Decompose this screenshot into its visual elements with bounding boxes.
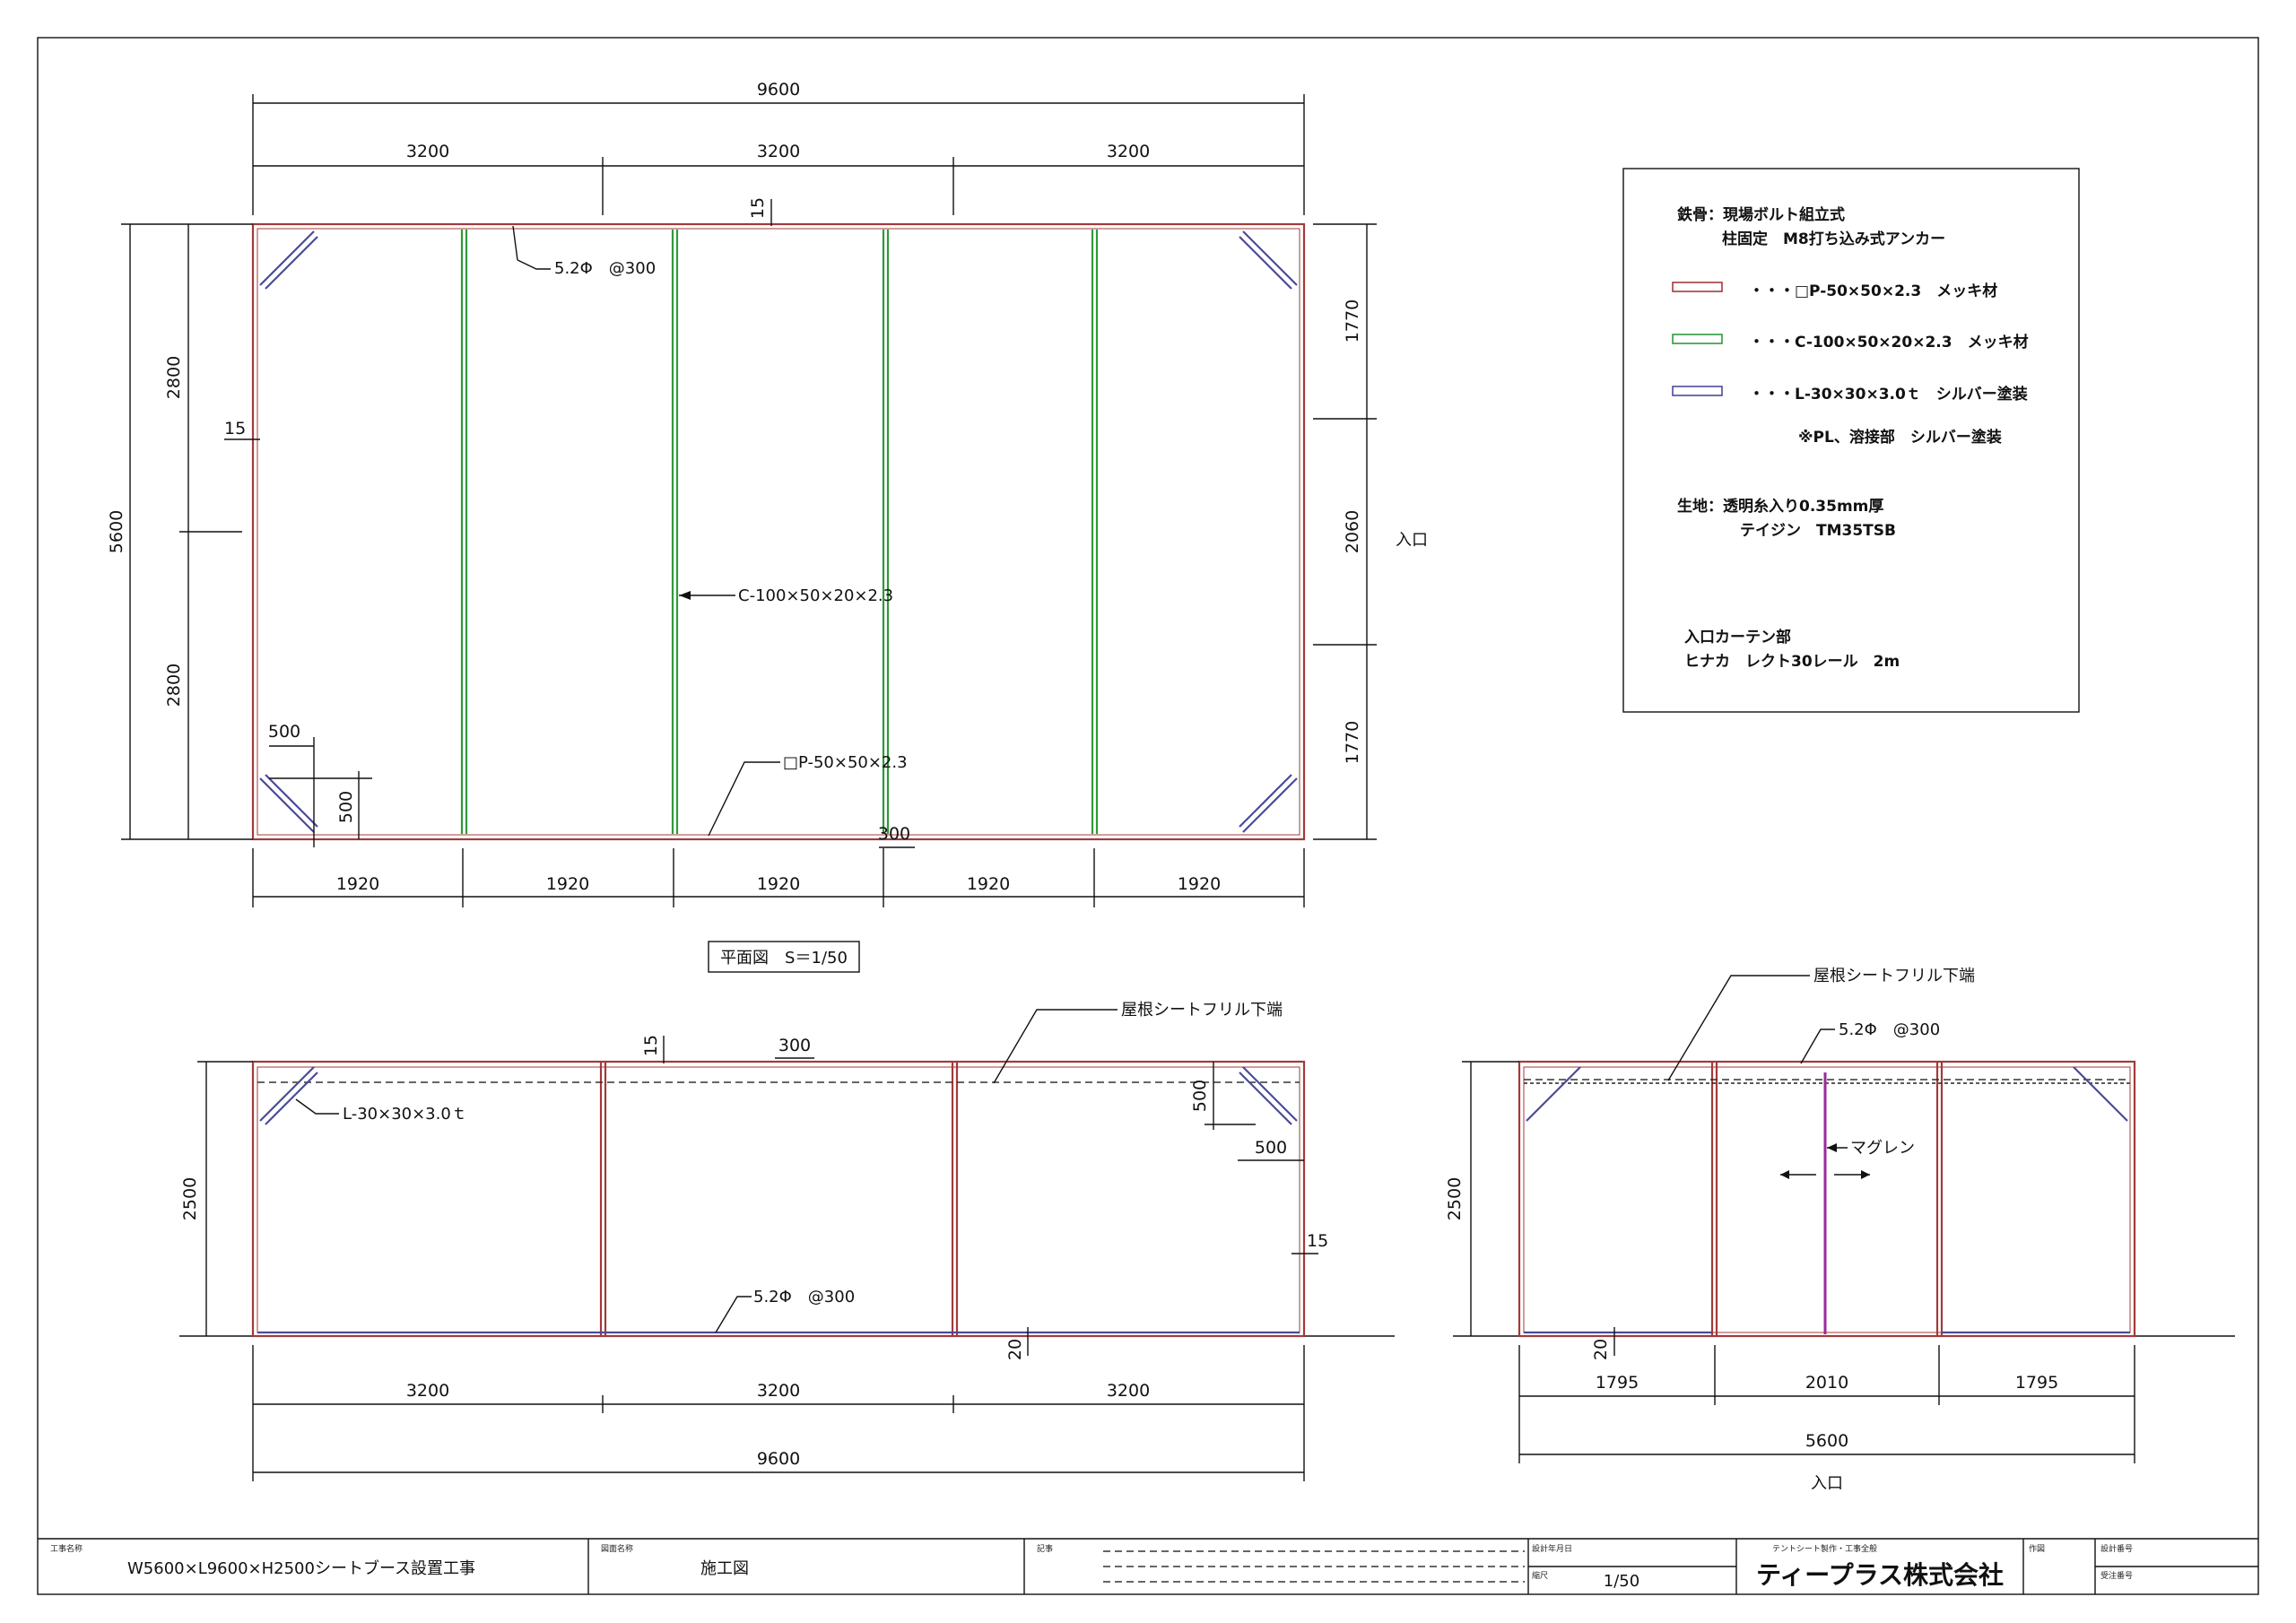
plan-outer-frame	[251, 222, 1306, 841]
plan-bay5-4: 1920	[967, 874, 1010, 894]
side-dim-500-h: 500	[1255, 1138, 1287, 1158]
side-dim-20: 20	[1005, 1339, 1025, 1360]
legend-box: 鉄骨：現場ボルト組立式 柱固定 M8打ち込み式アンカー ・・・□P-50×50×…	[1622, 168, 2080, 713]
tb-author-label: 作図	[2029, 1543, 2045, 1554]
plan-dim-15-left: 15	[224, 419, 246, 438]
side-callout-angle: L-30×30×3.0ｔ	[343, 1105, 467, 1124]
front-bay-3: 1795	[2015, 1373, 2058, 1393]
legend-swatch-channel	[1672, 334, 1723, 344]
side-callout-roof: 屋根シートフリル下端	[1121, 1001, 1283, 1020]
side-dim-15-top: 15	[641, 1035, 661, 1056]
sheet-border	[37, 37, 2259, 1595]
tb-order-no-label: 受注番号	[2100, 1570, 2133, 1581]
plan-dim-500-h: 500	[268, 722, 300, 742]
plan-channels	[460, 230, 1099, 834]
tb-drawing-name: 施工図	[700, 1559, 749, 1578]
plan-title: 平面図 S＝1/50	[720, 949, 848, 968]
side-callout-bolt: 5.2Φ @300	[753, 1288, 855, 1306]
plan-overall-length: 9600	[757, 80, 800, 100]
side-bay-1: 3200	[406, 1381, 449, 1401]
legend-item-2: ・・・C-100×50×20×2.3 メッキ材	[1749, 333, 2029, 352]
tb-company-name: ティープラス株式会社	[1756, 1560, 2004, 1590]
plan-height-lower: 2800	[164, 664, 184, 707]
plan-callout-bolt: 5.2Φ @300	[554, 259, 656, 278]
front-callout-magnet: マグレン	[1850, 1139, 1915, 1158]
legend-item-1: ・・・□P-50×50×2.3 メッキ材	[1749, 282, 1997, 300]
legend-fabric-line1: 生地：透明糸入り0.35mm厚	[1677, 497, 1883, 516]
plan-height-total: 5600	[107, 510, 126, 553]
front-entrance-label: 入口	[1811, 1474, 1843, 1493]
plan-bay-1: 3200	[406, 142, 449, 161]
legend-note: ※PL、溶接部 シルバー塗装	[1798, 428, 2002, 447]
legend-steel-line2: 柱固定 M8打ち込み式アンカー	[1722, 230, 1945, 248]
front-elevation: マグレン 屋根シートフリル下端 5.2Φ @300 2500 20 1795 2…	[1445, 967, 2235, 1493]
plan-braces	[259, 230, 1298, 833]
plan-callout-channel: C-100×50×20×2.3	[738, 586, 893, 605]
side-dim-300: 300	[778, 1036, 811, 1055]
plan-height-upper: 2800	[164, 356, 184, 399]
tb-project-name: W5600×L9600×H2500シートブース設置工事	[127, 1558, 475, 1578]
plan-right-dim-2: 2060	[1343, 510, 1362, 553]
plan-title-box	[708, 941, 860, 973]
plan-view: 9600 3200 3200 3200 15 5.2Φ @300 5600 28…	[107, 80, 1428, 973]
side-overall: 9600	[757, 1449, 800, 1469]
plan-bay-3: 3200	[1107, 142, 1150, 161]
tb-company-label: テントシート製作・工事全般	[1772, 1543, 1877, 1554]
front-height: 2500	[1445, 1177, 1465, 1220]
tb-date-label: 設計年月日	[1532, 1543, 1572, 1554]
side-dim-15-right: 15	[1307, 1231, 1328, 1251]
plan-right-dim-1: 1770	[1343, 299, 1362, 343]
plan-entrance-label: 入口	[1396, 531, 1428, 550]
front-overall: 5600	[1805, 1431, 1848, 1451]
front-bay-1: 1795	[1596, 1373, 1639, 1393]
side-height: 2500	[180, 1177, 200, 1220]
plan-bay5-5: 1920	[1178, 874, 1221, 894]
title-block: 工事名称 W5600×L9600×H2500シートブース設置工事 図面名称 施工…	[38, 1538, 2258, 1594]
plan-dim-500-v: 500	[336, 791, 356, 823]
tb-design-no-label: 設計番号	[2100, 1543, 2133, 1554]
legend-curtain-line1: 入口カーテン部	[1684, 628, 1791, 647]
plan-bay5-1: 1920	[336, 874, 379, 894]
plan-bay-2: 3200	[757, 142, 800, 161]
tb-project-label: 工事名称	[50, 1543, 83, 1554]
plan-dim-300: 300	[878, 824, 910, 844]
side-dim-500-v: 500	[1190, 1080, 1210, 1112]
front-callout-roof: 屋根シートフリル下端	[1813, 967, 1975, 985]
legend-swatch-pipe	[1672, 282, 1723, 292]
plan-bay5-2: 1920	[546, 874, 589, 894]
front-bay-2: 2010	[1805, 1373, 1848, 1393]
plan-bay5-3: 1920	[757, 874, 800, 894]
legend-fabric-line2: テイジン TM35TSB	[1740, 522, 1896, 540]
plan-right-dim-3: 1770	[1343, 721, 1362, 764]
side-bay-3: 3200	[1107, 1381, 1150, 1401]
front-dim-20: 20	[1591, 1339, 1611, 1360]
tb-notes-label: 記事	[1037, 1543, 1053, 1554]
legend-curtain-line2: ヒナカ レクト30レール 2m	[1684, 653, 1900, 671]
tb-drawing-label: 図面名称	[601, 1543, 633, 1554]
tb-scale-value: 1/50	[1604, 1572, 1639, 1591]
side-elevation: 2500 15 300 屋根シートフリル下端 L-30×30×3.0ｔ 500 …	[179, 1001, 1395, 1481]
legend-item-3: ・・・L-30×30×3.0ｔ シルバー塗装	[1749, 385, 2028, 404]
front-callout-bolt: 5.2Φ @300	[1839, 1020, 1940, 1039]
plan-inner-frame	[257, 228, 1300, 836]
legend-steel-line1: 鉄骨：現場ボルト組立式	[1677, 205, 1845, 224]
legend-swatch-angle	[1672, 386, 1723, 396]
side-bay-2: 3200	[757, 1381, 800, 1401]
plan-callout-pipe: □P-50×50×2.3	[783, 753, 908, 772]
plan-dim-15-top: 15	[748, 197, 768, 219]
tb-scale-label: 縮尺	[1532, 1570, 1548, 1581]
